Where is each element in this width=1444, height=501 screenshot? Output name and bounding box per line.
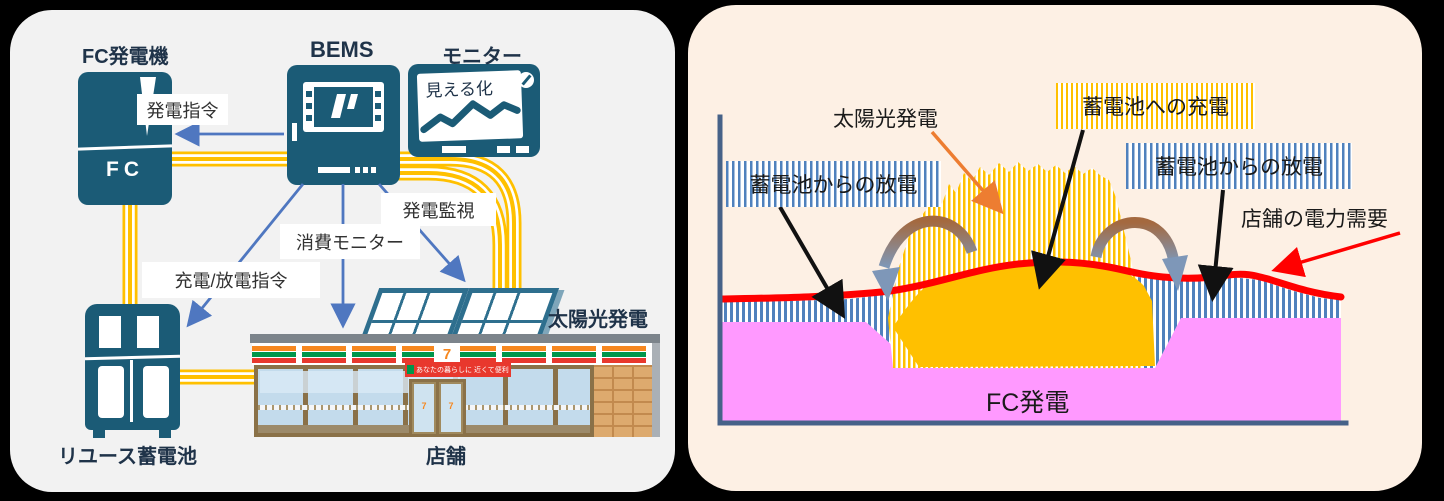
solar-title: 太陽光発電 xyxy=(548,309,648,331)
store-fascia-stripes: 7 xyxy=(252,343,652,365)
store-brick-wall xyxy=(594,365,652,437)
system-diagram-panel: FC 見える化 xyxy=(10,10,675,492)
store-banner-text: あなたの暮らしに 近くて便利! xyxy=(416,366,509,374)
flow-label-generation-monitoring: 発電監視 xyxy=(381,193,496,226)
store-door: 7 xyxy=(412,382,436,434)
battery-door xyxy=(98,366,124,418)
solar-panel-array xyxy=(355,278,565,344)
door-logo: 7 xyxy=(448,400,454,411)
discharge-right-pointer-arrow xyxy=(1197,189,1234,302)
store-logo: 7 xyxy=(434,344,460,364)
battery-foot xyxy=(93,430,105,438)
store-banner-icon xyxy=(407,365,414,374)
camera-icon xyxy=(518,72,534,88)
battery-discharge-area xyxy=(722,266,1341,368)
flow-label-charge-discharge-command: 充電/放電指令 xyxy=(142,262,320,298)
monitor-button xyxy=(497,146,510,153)
solar-label: 太陽光発電 xyxy=(833,108,938,131)
demand-label: 店舗の電力需要 xyxy=(1241,208,1388,231)
flow-label-generation-command: 発電指令 xyxy=(137,94,228,125)
bems-controller-unit xyxy=(287,65,400,185)
store-doors: 7 7 xyxy=(409,379,466,437)
bems-dot xyxy=(355,167,360,173)
store-logo-text: 7 xyxy=(442,345,452,363)
door-logo: 7 xyxy=(421,400,427,411)
discharge-right-label: 蓄電池からの放電 xyxy=(1126,143,1352,189)
monitor-button xyxy=(442,146,466,153)
charge-label: 蓄電池への充電 xyxy=(1056,83,1255,129)
battery-title: リユース蓄電池 xyxy=(58,446,197,468)
store-roof xyxy=(250,334,660,343)
monitor-button xyxy=(516,146,529,153)
monitor-unit: 見える化 xyxy=(408,64,540,157)
store-demand-line xyxy=(718,258,1345,303)
discharge-left-pointer-arrow xyxy=(778,205,846,319)
discharge-flow-curved-arrow xyxy=(1090,217,1188,291)
fc-generator-unit: FC xyxy=(77,72,173,205)
demand-pointer-arrow xyxy=(1271,231,1401,278)
bems-screen xyxy=(303,82,384,132)
charge-pointer-arrow xyxy=(1031,129,1085,290)
fc-generation-label: FC発電 xyxy=(986,389,1070,417)
store-banner: あなたの暮らしに 近くて便利! xyxy=(405,362,511,377)
bems-bottom-bar xyxy=(318,167,350,173)
battery-divider xyxy=(130,360,133,422)
discharge-left-label: 蓄電池からの放電 xyxy=(726,161,941,207)
flow-label-consumption-monitor: 消費モニター xyxy=(280,224,420,259)
bems-title: BEMS xyxy=(310,37,374,62)
fc-slash-decoration xyxy=(140,77,156,136)
visualization-text: 見える化 xyxy=(425,79,494,101)
charge-flow-curved-arrow xyxy=(872,215,978,301)
battery-window xyxy=(99,316,121,348)
fc-divider-line xyxy=(77,144,173,151)
monitor-title: モニター xyxy=(442,46,522,68)
battery-door xyxy=(143,366,169,418)
fc-generator-title: FC発電機 xyxy=(82,46,169,68)
bems-slot-decoration xyxy=(292,123,297,141)
store-title: 店舗 xyxy=(426,446,466,468)
power-profile-panel: 太陽光発電 蓄電池への充電 蓄電池からの放電 蓄電池からの放電 店舗の電力需要 … xyxy=(688,5,1422,491)
battery-foot xyxy=(159,430,171,438)
bems-dot xyxy=(363,167,368,173)
battery-window xyxy=(137,316,159,348)
solar-direct-use-area xyxy=(893,262,1155,367)
bems-dot xyxy=(371,167,376,173)
fc-unit-label: FC xyxy=(106,158,144,181)
store-side-wall xyxy=(652,343,660,437)
store-building: 7 あなたの暮らしに 近くて便利! 7 7 xyxy=(250,334,660,437)
solar-pointer-arrow xyxy=(930,130,1004,215)
monitor-screen: 見える化 xyxy=(416,70,524,142)
reuse-battery-unit xyxy=(84,304,181,438)
store-door: 7 xyxy=(439,382,463,434)
